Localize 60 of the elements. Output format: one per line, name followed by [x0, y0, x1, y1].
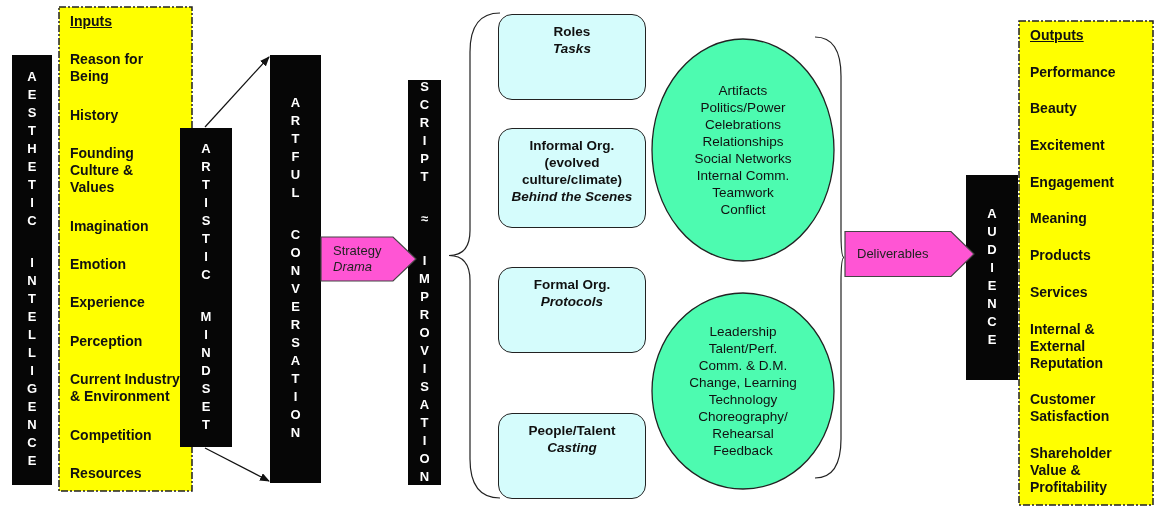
- list-item: Choreography/ Rehearsal: [697, 408, 789, 442]
- list-item: Feedback: [713, 442, 773, 459]
- box-subtitle: Behind the Scenes: [510, 188, 634, 205]
- list-item: Competition: [70, 426, 153, 444]
- list-item: Beauty: [1030, 100, 1078, 118]
- list-item: Relationships: [702, 133, 784, 150]
- chevron-arrow: [844, 230, 975, 278]
- list-item: Change, Learning: [689, 374, 797, 391]
- chevron-arrow: [320, 236, 417, 282]
- vertical-banner: AUDIENCE: [966, 175, 1018, 380]
- rounded-box: [498, 128, 646, 228]
- list-item: Reason for Being: [70, 51, 145, 86]
- list-item: Politics/Power: [700, 99, 786, 116]
- list-item: Experience: [70, 294, 146, 312]
- vertical-banner: SCRIPT ≈ IMPROVISATION: [408, 80, 441, 485]
- box-title: Formal Org.: [532, 276, 612, 293]
- list-item: Artifacts: [718, 82, 768, 99]
- box-title: Roles: [552, 23, 592, 40]
- box-title: Informal Org. (evolved culture/climate): [521, 137, 623, 188]
- list-item: Social Networks: [694, 150, 792, 167]
- list-item: Comm. & D.M.: [698, 357, 788, 374]
- list-item: Emotion: [70, 255, 127, 273]
- arrow: [204, 56, 270, 128]
- list-item: Services: [1030, 283, 1089, 301]
- heading: Inputs: [70, 13, 112, 30]
- list-item: Celebrations: [705, 116, 781, 133]
- heading: Outputs: [1030, 27, 1084, 44]
- list-item: Perception: [70, 332, 144, 350]
- list-item: Technology: [708, 391, 778, 408]
- vertical-banner: ARTFUL CONVERSATION: [270, 55, 321, 483]
- list-item: Conflict: [720, 201, 766, 218]
- arrow: [204, 447, 270, 482]
- box-title: People/Talent: [527, 422, 617, 439]
- box-subtitle: Tasks: [552, 40, 592, 57]
- list-item: Excitement: [1030, 137, 1106, 155]
- list-item: Talent/Perf.: [708, 340, 778, 357]
- list-item: History: [70, 106, 120, 124]
- list-item: Internal Comm.: [696, 167, 790, 184]
- edge-label: Strategy Drama: [333, 242, 383, 276]
- rounded-box: [498, 14, 646, 100]
- vertical-banner: AESTHETIC INTELLIGENCE: [12, 55, 52, 485]
- list-item: Customer Satisfaction: [1030, 391, 1111, 426]
- edge-label: Deliverables: [857, 245, 930, 263]
- list-item: Teamwork: [712, 184, 774, 201]
- list-item: Resources: [70, 464, 143, 482]
- list-item: Performance: [1030, 63, 1117, 81]
- rounded-box: [498, 267, 646, 353]
- box-subtitle: Casting: [546, 439, 598, 456]
- list-item: Internal & External Reputation: [1030, 320, 1105, 372]
- list-item: Engagement: [1030, 173, 1115, 191]
- list-item: Leadership: [709, 323, 777, 340]
- rounded-box: [498, 413, 646, 499]
- box-subtitle: Protocols: [539, 293, 605, 310]
- list-item: Meaning: [1030, 210, 1088, 228]
- list-item: Current Industry & Environment: [70, 371, 180, 406]
- list-item: Imagination: [70, 217, 150, 235]
- vertical-banner: ARTISTIC MINDSET: [180, 128, 232, 447]
- list-item: Founding Culture & Values: [70, 145, 135, 197]
- list-item: Shareholder Value & Profitability: [1030, 444, 1113, 496]
- list-item: Products: [1030, 247, 1092, 265]
